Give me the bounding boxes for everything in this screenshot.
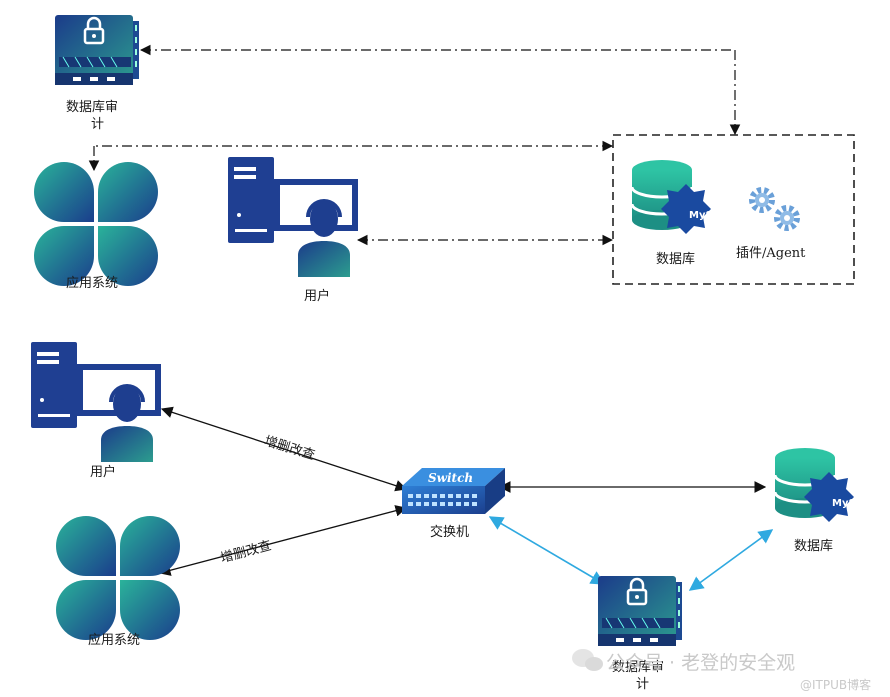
- agent-gear-icon-2: [777, 208, 797, 228]
- wechat-watermark: 公众号 · 老登的安全观: [606, 652, 796, 674]
- blog-watermark: @ITPUB博客: [800, 678, 872, 692]
- top-audit-label-line1: 数据库审: [66, 100, 119, 115]
- bottom-db-label: 数据库: [794, 539, 834, 554]
- wechat-icon: [572, 649, 603, 671]
- app-switch-line: [158, 505, 408, 576]
- switch-audit-mirror-line: [488, 516, 606, 585]
- agent-gear-icon: [752, 190, 772, 210]
- top-audit-device-icon: [53, 13, 141, 87]
- top-db-label: 数据库: [656, 252, 696, 267]
- top-user-label: 用户: [304, 289, 331, 304]
- top-database-icon: [630, 158, 713, 236]
- top-user-computer-icon: [226, 155, 360, 279]
- bottom-user-label: 用户: [90, 465, 117, 480]
- bottom-audit-label-line1: 数据库审: [612, 660, 665, 675]
- top-app-label: 应用系统: [66, 276, 119, 291]
- db-audit-mirror-line: [688, 529, 774, 591]
- bottom-user-computer-icon: [29, 340, 163, 464]
- bottom-app-system-icon: [56, 516, 180, 640]
- bottom-mysql-badge: MySQL: [832, 498, 871, 509]
- switch-label: 交换机: [430, 525, 470, 540]
- bottom-app-label: 应用系统: [88, 633, 141, 648]
- bottom-audit-label-line2: 计: [636, 677, 650, 692]
- bottom-database-icon: [773, 446, 856, 524]
- switch-text: Switch: [428, 471, 473, 485]
- agent-label: 插件/Agent: [736, 246, 806, 261]
- top-app-system-icon: [34, 162, 158, 286]
- bottom-audit-device-icon: [596, 574, 684, 648]
- switch-icon: Switch: [402, 468, 505, 514]
- top-audit-label-line2: 计: [91, 117, 105, 132]
- user-switch-line: [160, 406, 408, 492]
- top-mysql-badge: MySQL: [689, 210, 728, 221]
